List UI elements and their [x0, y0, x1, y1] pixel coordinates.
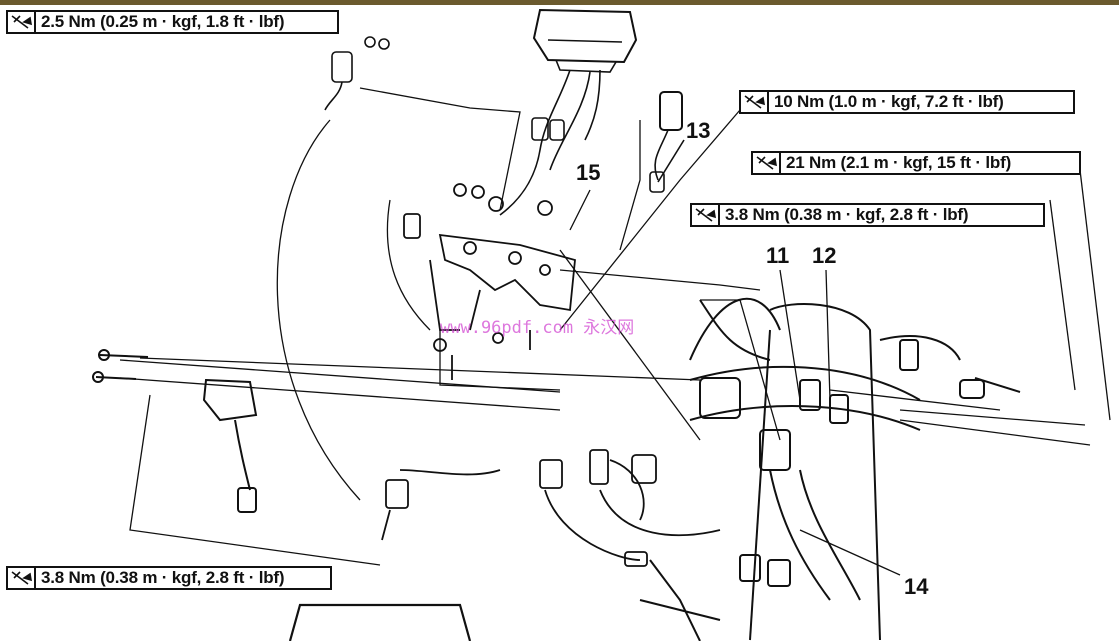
callout-15: 15 [576, 160, 601, 185]
torque-wrench-icon [8, 568, 36, 588]
torque-spec-text: 2.5 Nm (0.25 m · kgf, 1.8 ft · lbf) [41, 12, 285, 31]
routing-lines [119, 87, 1111, 566]
callout-11: 11 [766, 243, 790, 268]
handlebar-assembly [639, 297, 1021, 641]
left-switch-unit [92, 349, 258, 513]
top-border-bar [0, 0, 1119, 5]
meter-wires [499, 69, 601, 216]
torque-spec-text: 10 Nm (1.0 m · kgf, 7.2 ft · lbf) [774, 92, 1004, 111]
torque-wrench-icon [753, 153, 781, 173]
torque-wrench-icon [8, 12, 36, 32]
callout-12: 12 [812, 243, 837, 268]
torque-spec-label-4: 3.8 Nm (0.38 m · kgf, 2.8 ft · lbf) [690, 203, 1045, 227]
torque-spec-text: 3.8 Nm (0.38 m · kgf, 2.8 ft · lbf) [41, 568, 285, 587]
upper-left-switch [324, 36, 390, 111]
torque-spec-label-1: 2.5 Nm (0.25 m · kgf, 1.8 ft · lbf) [6, 10, 339, 34]
torque-wrench-icon [741, 92, 769, 112]
connector-13 [649, 91, 685, 193]
torque-spec-text: 3.8 Nm (0.38 m · kgf, 2.8 ft · lbf) [725, 205, 969, 224]
callout-14: 14 [904, 574, 929, 599]
lower-harness [288, 449, 721, 641]
callout-leaders [569, 189, 901, 576]
callout-13: 13 [686, 118, 711, 143]
torque-spec-label-5: 3.8 Nm (0.38 m · kgf, 2.8 ft · lbf) [6, 566, 332, 590]
torque-spec-label-3: 21 Nm (2.1 m · kgf, 15 ft · lbf) [751, 151, 1081, 175]
torque-spec-label-2: 10 Nm (1.0 m · kgf, 7.2 ft · lbf) [739, 90, 1075, 114]
torque-wrench-icon [692, 205, 720, 225]
watermark-text: www.96pdf.com 永汉网 [440, 318, 635, 338]
torque-spec-text: 21 Nm (2.1 m · kgf, 15 ft · lbf) [786, 153, 1012, 172]
mounting-bracket [403, 183, 576, 380]
meter-assembly [532, 8, 638, 73]
